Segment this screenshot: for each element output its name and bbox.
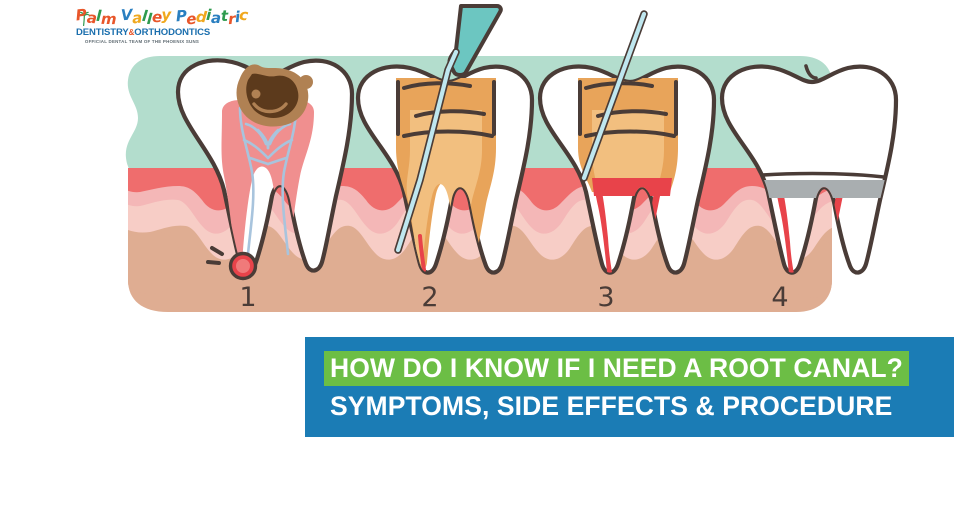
dental-file-instrument	[394, 4, 503, 254]
dental-file-instrument-2	[580, 10, 648, 182]
logo-wordmark: Palm Valley Pediatric	[74, 5, 250, 29]
abscess	[228, 251, 258, 281]
logo-subtitle: DENTISTRY&ORTHODONTICS	[76, 27, 211, 38]
title-banner-inner: HOW DO I KNOW IF I NEED A ROOT CANAL? SY…	[324, 351, 909, 423]
logo-subtitle-amp: &	[128, 28, 135, 37]
tooth-stage-3	[537, 10, 717, 275]
tooth-stage-4	[719, 64, 899, 275]
stage-number-1: 1	[239, 282, 256, 313]
logo-subtitle-dentistry: DENTISTRY	[76, 27, 129, 38]
stage-number-4: 4	[771, 282, 788, 313]
root-canal-illustration: 1 2 3 4	[125, 4, 899, 313]
headline-primary: HOW DO I KNOW IF I NEED A ROOT CANAL?	[324, 351, 909, 386]
logo-tagline: OFFICIAL DENTAL TEAM OF THE PHOENIX SUNS	[84, 38, 200, 44]
logo-subtitle-orthodontics: ORTHODONTICS	[134, 27, 211, 38]
stage-number-2: 2	[421, 282, 438, 313]
decay-cavity	[236, 64, 313, 127]
pain-lines	[206, 246, 224, 265]
stage-numbers: 1 2 3 4	[239, 282, 788, 313]
stage-number-3: 3	[597, 282, 614, 313]
palm-tree-icon	[78, 11, 91, 26]
title-banner: HOW DO I KNOW IF I NEED A ROOT CANAL? SY…	[305, 337, 954, 437]
brand-logo[interactable]: Palm Valley Pediatric DENTISTRY&ORTHODON…	[74, 5, 250, 44]
nerve-branches	[238, 106, 298, 256]
headline-secondary: SYMPTOMS, SIDE EFFECTS & PROCEDURE	[330, 390, 893, 421]
